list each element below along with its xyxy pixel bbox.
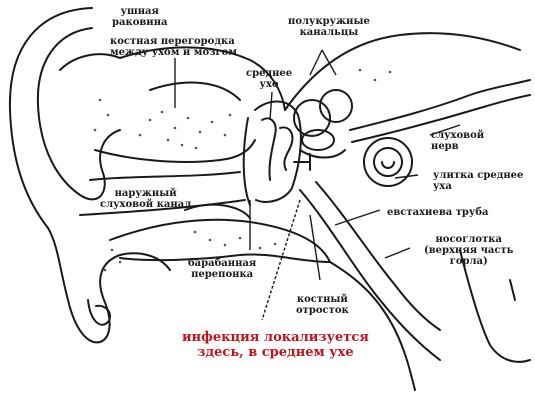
pinna-outline xyxy=(8,7,171,344)
label-eustachian-tube: евстахиева труба xyxy=(387,207,489,218)
leader-bony-process xyxy=(309,214,321,281)
vestibule xyxy=(299,149,346,159)
label-cochlea: улитка среднее уха xyxy=(433,170,524,192)
skull-bone-top xyxy=(119,46,286,111)
bone-septum-edge xyxy=(149,81,241,101)
label-auditory-nerve: слуховой нерв xyxy=(431,130,485,152)
malleus xyxy=(261,117,277,181)
pinna-inner-fold xyxy=(36,27,121,201)
skull-bone-bottom xyxy=(94,139,256,163)
eardrum-line xyxy=(242,117,251,206)
mastoid-region xyxy=(184,203,251,219)
label-nasopharynx: носоглотка (верхняя часть горла) xyxy=(424,234,514,267)
bone-stipple xyxy=(93,68,392,272)
leader-lines xyxy=(174,49,461,321)
label-bony-process: костный отросток xyxy=(296,294,349,316)
label-semicircular-canals: полукружные канальцы xyxy=(288,16,370,38)
leader-middle-ear xyxy=(269,91,273,121)
deep-bone-edge xyxy=(329,261,416,391)
incus xyxy=(279,126,294,171)
leader-eustachian xyxy=(334,209,381,226)
leader-cochlea xyxy=(394,174,419,179)
leader-nasopharynx xyxy=(384,247,411,259)
nasopharynx-wall xyxy=(459,249,531,363)
leader-nerve xyxy=(429,124,461,136)
label-infection-note: инфекция локализуется здесь, в среднем у… xyxy=(182,330,369,360)
nerve-bundle xyxy=(349,79,531,131)
label-pinna: ушная раковина xyxy=(112,6,168,28)
eustachian-tube-lower xyxy=(315,181,441,331)
eustachian-tube-upper xyxy=(299,189,441,361)
canal-loop-1 xyxy=(293,99,331,137)
ear-canal-upper xyxy=(89,171,241,181)
stapes xyxy=(293,153,311,171)
label-bony-septum: костная перегородка между ухом и мозгом xyxy=(110,36,238,58)
label-eardrum: барабанная перепонка xyxy=(188,258,257,280)
nerve-bundle-2 xyxy=(351,94,531,143)
lobule-curl xyxy=(87,299,112,326)
canal-loop-3 xyxy=(301,129,335,151)
temporal-bone-edge xyxy=(284,32,521,111)
ear-canal-lower xyxy=(79,199,246,216)
canal-loop-2 xyxy=(319,89,353,123)
helix-crus xyxy=(59,53,121,71)
label-middle-ear: среднее ухо xyxy=(246,68,293,90)
leader-semicircular xyxy=(309,49,337,76)
cochlea-spiral xyxy=(363,137,413,187)
lower-bone xyxy=(109,218,331,263)
leader-infection xyxy=(261,199,301,321)
label-external-canal: наружный слуховой канал xyxy=(100,188,192,210)
throat-edge xyxy=(509,279,516,301)
